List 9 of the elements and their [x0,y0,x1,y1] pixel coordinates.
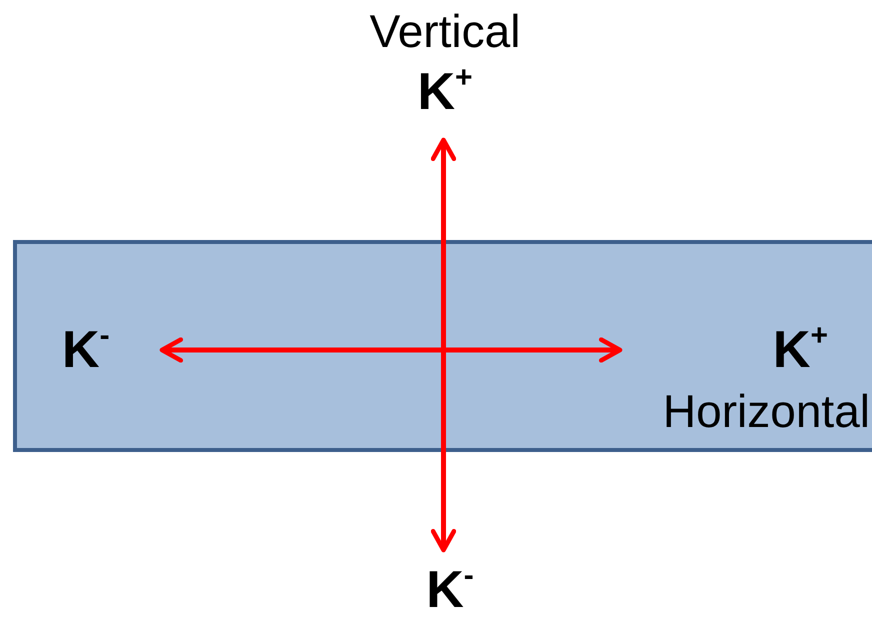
double-headed-arrow [160,337,622,363]
double-headed-arrow [430,138,456,552]
direction-label: Vertical [368,8,522,54]
membrane-band [13,240,872,452]
ion-label: K$^{+}$ [772,324,829,376]
ion-label: K$^{+}$ [416,66,474,118]
ion-label: K$^{-}$ [425,564,475,616]
direction-label: Horizontal [662,388,870,434]
ion-label: K$^{-}$ [62,324,111,376]
